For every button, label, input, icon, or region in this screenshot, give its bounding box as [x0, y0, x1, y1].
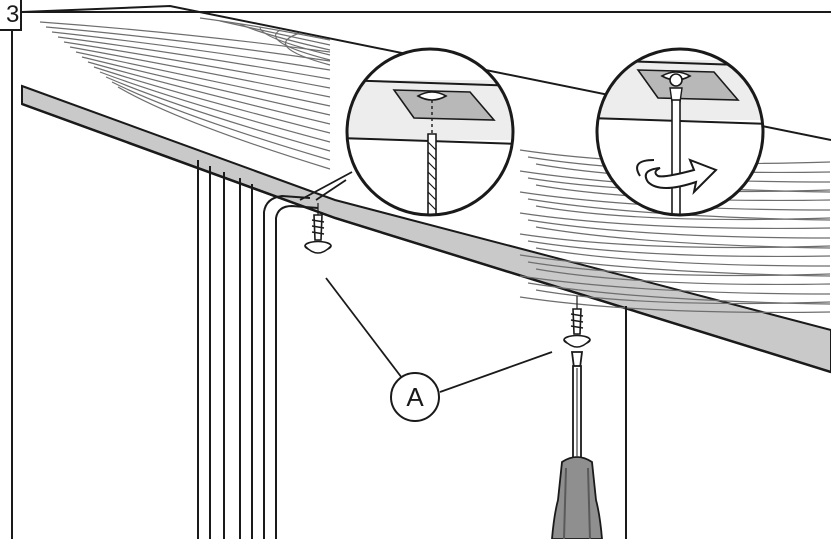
mounting-bracket-2: [636, 69, 740, 101]
step-number: 3: [6, 1, 19, 28]
grain-line: [519, 296, 831, 314]
callout-label: A: [406, 382, 424, 412]
cabinet-side-panels: [11, 12, 627, 539]
grain-line: [527, 219, 831, 239]
grain-line: [535, 289, 831, 305]
grain-line: [535, 247, 831, 267]
grain-line: [527, 240, 831, 258]
step-number-box: 3: [0, 0, 831, 31]
screwdriver-handle: [551, 456, 603, 539]
detail-circle-drill: [345, 47, 515, 217]
grain-line: [519, 233, 831, 249]
grain-line: [527, 261, 831, 277]
grain-line: [105, 76, 331, 152]
grain-line: [117, 86, 331, 170]
grain-line: [87, 61, 331, 125]
grain-line: [535, 268, 831, 286]
grain-line: [69, 46, 331, 98]
callout-circle: A: [390, 372, 440, 422]
grain-line: [519, 212, 831, 230]
screw-left: [304, 203, 332, 254]
grain-line: [81, 56, 331, 116]
grain-line: [99, 71, 331, 143]
grain-line: [93, 66, 331, 134]
mounting-bracket: [392, 89, 496, 121]
grain-line: [111, 81, 331, 161]
grain-line: [51, 31, 331, 71]
clockwise-rotation-arrow: [644, 158, 718, 196]
screw-right: [563, 296, 591, 348]
grain-line: [57, 36, 331, 80]
grain-line: [285, 32, 331, 66]
detail-circle-fasten: [595, 47, 765, 217]
screwdriver: [551, 351, 603, 539]
grain-line: [45, 26, 331, 62]
grain-line: [519, 275, 831, 295]
grain-line: [535, 205, 831, 221]
grain-line: [63, 41, 331, 89]
grain-line: [275, 29, 331, 61]
grain-line: [199, 17, 331, 41]
grain-line: [75, 51, 331, 107]
grain-line: [239, 23, 331, 51]
grain-line: [39, 21, 331, 53]
callout-leader-lines: [299, 171, 553, 393]
grain-line: [219, 20, 331, 46]
